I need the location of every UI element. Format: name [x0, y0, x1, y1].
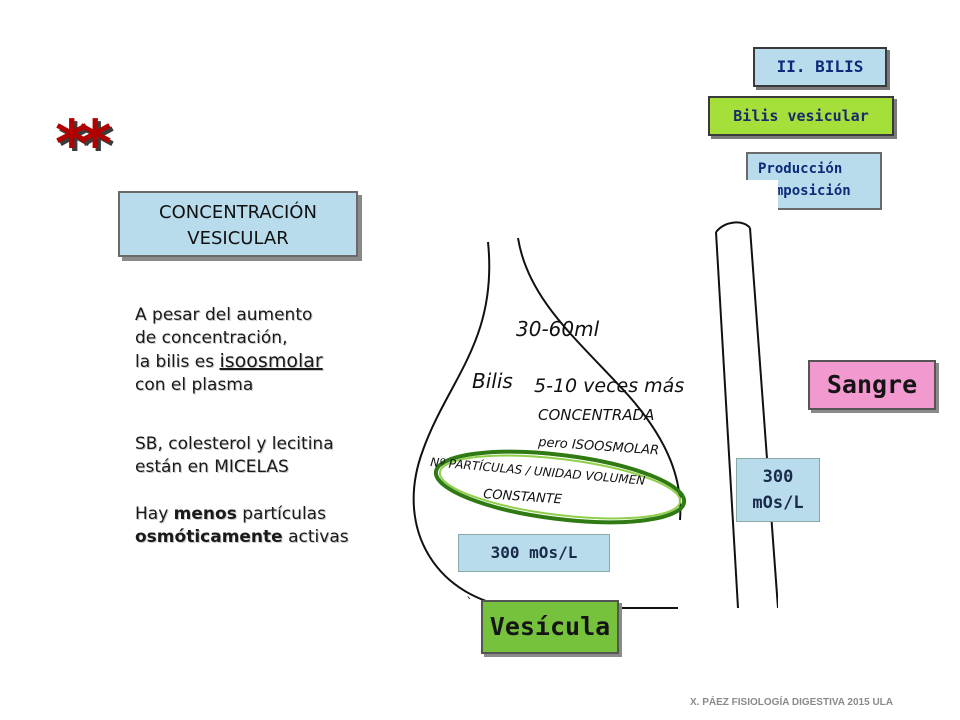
section-title-badge: II. BILIS: [753, 47, 887, 87]
blood-tube-right: [749, 227, 778, 609]
isoosmolar-emphasis: isoosmolar: [219, 350, 323, 372]
p3-line2: osmóticamente activas: [135, 526, 415, 549]
concentration-line2: VESICULAR: [187, 228, 289, 249]
topic-composicion: Composición: [758, 183, 851, 199]
concentration-line1: CONCENTRACIÓN: [159, 202, 317, 223]
p3-text: partículas: [236, 504, 326, 524]
p3-line1: Hay menos partículas: [135, 503, 415, 526]
blood-osmolarity-value: 300: [762, 467, 794, 487]
important-stars: **: [55, 108, 112, 182]
micelle-ellipse: [433, 449, 687, 525]
p3-bold-osmoticamente: osmóticamente: [135, 527, 283, 547]
hw-constant: CONSTANTE: [483, 487, 563, 508]
subsection-badge: Bilis vesicular: [708, 96, 894, 136]
p1-line4: con el plasma: [135, 375, 254, 395]
p3-text: activas: [282, 527, 349, 547]
p3-text: Hay: [135, 504, 174, 524]
hw-concentrated: CONCENTRADA: [538, 406, 654, 424]
footer-credit: X. PÁEZ FISIOLOGÍA DIGESTIVA 2015 ULA: [690, 697, 893, 708]
blood-tube-left: [715, 231, 739, 609]
gallbladder-osmolarity-box: 300 mOs/L: [458, 534, 610, 572]
hw-times: 5-10 veces más: [534, 375, 684, 397]
paragraph-micelas: SB, colesterol y lecitina están en MICEL…: [135, 433, 415, 479]
micelle-ellipse-inner: [438, 454, 682, 520]
blood-tube-top: [715, 221, 751, 233]
p1-line1: A pesar del aumento: [135, 305, 313, 325]
gallbladder-label: Vesícula: [481, 600, 619, 654]
gallbladder-outline: [412, 241, 678, 609]
gallbladder-drawing: 30-60ml Bilis 5-10 veces más CONCENTRADA…: [388, 180, 778, 610]
hw-particles: Nº PARTÍCULAS / UNIDAD VOLUMEN: [430, 454, 646, 488]
gallbladder-outline-right: [517, 237, 682, 521]
p1-line3: la bilis es isoosmolar: [135, 350, 405, 374]
paragraph-isoosmolar: A pesar del aumento de concentración, la…: [135, 304, 405, 397]
p3-bold-menos: menos: [173, 504, 237, 524]
blood-label: Sangre: [808, 360, 936, 410]
p1-line2: de concentración,: [135, 328, 288, 348]
hw-bilis: Bilis: [472, 369, 513, 393]
hw-volume: 30-60ml: [516, 317, 600, 341]
topic-produccion: Producción: [758, 161, 843, 177]
p2-line1: SB, colesterol y lecitina: [135, 434, 334, 454]
stray-mark: `: [466, 596, 473, 612]
p2-line2: están en MICELAS: [135, 457, 289, 477]
blood-osmolarity-unit: mOs/L: [752, 493, 804, 513]
concentration-title-box: CONCENTRACIÓN VESICULAR: [118, 191, 358, 257]
p1-line3-prefix: la bilis es: [135, 352, 220, 372]
blood-osmolarity-box: 300 mOs/L: [736, 458, 820, 522]
paragraph-particulas: Hay menos partículas osmóticamente activ…: [135, 503, 415, 549]
